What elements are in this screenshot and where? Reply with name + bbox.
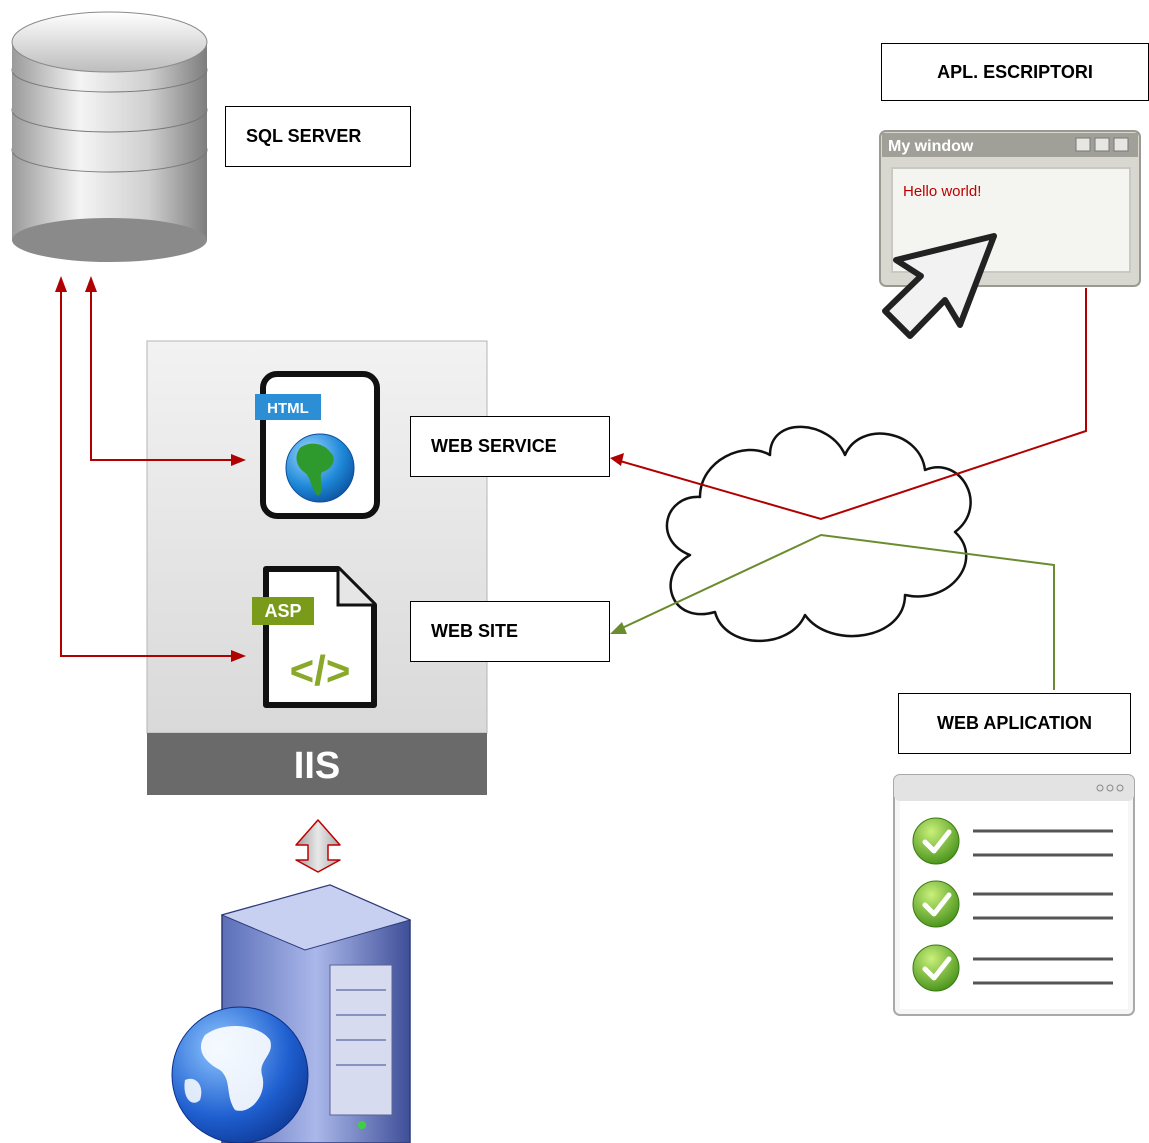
apl-escriptori-label: APL. ESCRIPTORI xyxy=(881,43,1149,101)
cloud-icon xyxy=(665,425,972,643)
web-server-icon xyxy=(171,884,412,1143)
asp-badge-text: ASP xyxy=(264,601,301,621)
check-icon xyxy=(912,880,960,928)
iis-label: IIS xyxy=(294,745,340,787)
sql-server-text: SQL SERVER xyxy=(246,126,362,146)
web-site-label: WEB SITE xyxy=(410,601,610,662)
asp-page-icon: ASP </> xyxy=(252,566,377,708)
code-glyph: </> xyxy=(290,647,351,694)
check-icon xyxy=(912,944,960,992)
web-aplication-label: WEB APLICATION xyxy=(898,693,1131,754)
bidirectional-arrow-icon xyxy=(295,819,341,873)
red-connector-lines xyxy=(60,288,1087,657)
check-icon xyxy=(912,817,960,865)
html-badge-text: HTML xyxy=(267,400,309,417)
web-application-icon xyxy=(893,774,1135,1016)
html-page-icon: HTML xyxy=(255,371,380,519)
sql-server-label: SQL SERVER xyxy=(225,106,411,167)
desktop-window-icon: My window Hello world! xyxy=(879,130,1141,339)
web-aplication-text: WEB APLICATION xyxy=(937,713,1092,733)
apl-escriptori-text: APL. ESCRIPTORI xyxy=(937,61,1093,82)
red-arrowheads xyxy=(55,276,624,662)
web-service-label: WEB SERVICE xyxy=(410,416,610,477)
web-service-text: WEB SERVICE xyxy=(431,436,557,456)
web-site-text: WEB SITE xyxy=(431,621,519,641)
cursor-icon xyxy=(882,233,997,339)
window-title: My window xyxy=(888,138,974,155)
database-icon xyxy=(11,11,208,262)
green-connector-line xyxy=(619,533,1055,690)
green-arrowhead xyxy=(610,622,627,634)
window-content: Hello world! xyxy=(903,183,981,200)
